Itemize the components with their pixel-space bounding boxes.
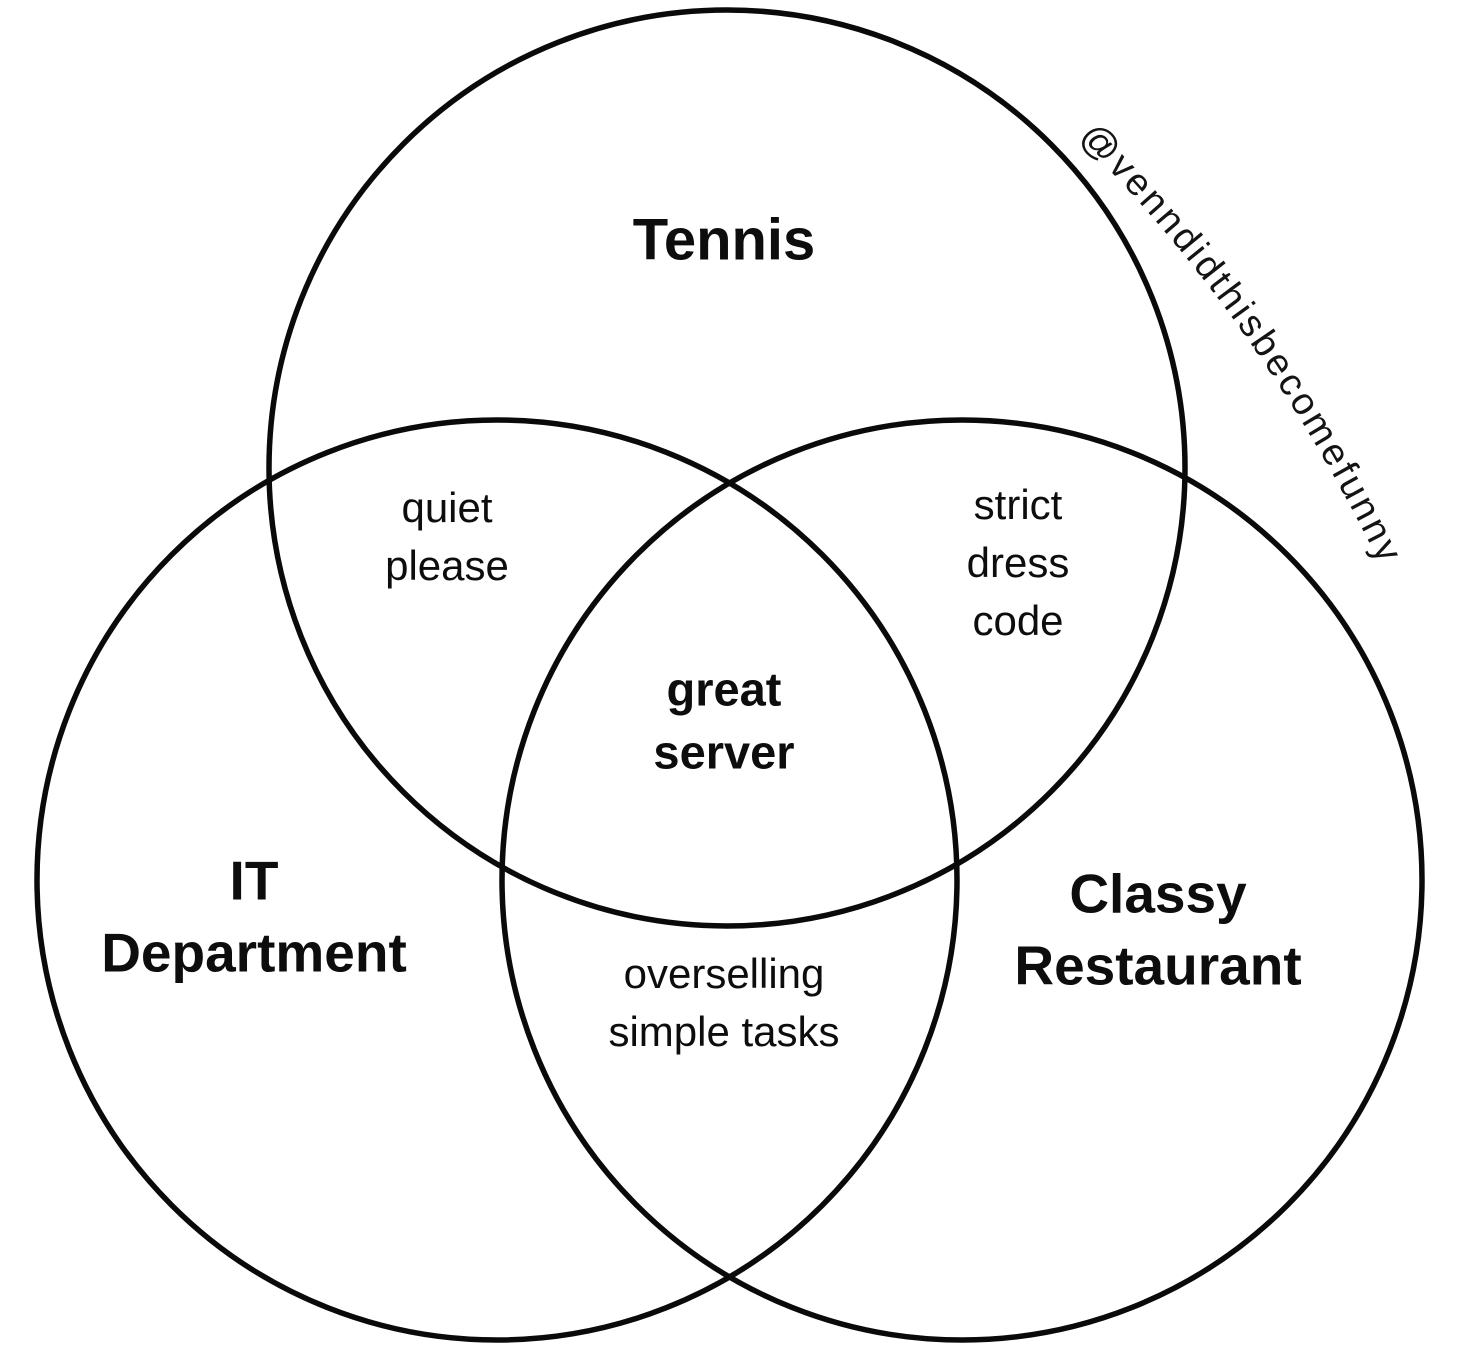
intersection-it-restaurant: overselling simple tasks — [608, 950, 840, 1055]
tennis-circle — [266, 7, 1188, 929]
it-department-circle — [34, 417, 960, 1343]
set-label-it-department: IT Department — [101, 849, 407, 984]
set-label-tennis: Tennis — [632, 207, 816, 273]
classy-restaurant-circle — [499, 417, 1425, 1343]
watermark: @venndidthisbecomefunny — [1072, 115, 1411, 571]
intersection-tennis-restaurant: strict dress code — [966, 481, 1070, 644]
set-label-classy-restaurant: Classy Restaurant — [1014, 862, 1302, 997]
watermark-textpath: @venndidthisbecomefunny — [1072, 115, 1408, 571]
intersection-tennis-it: quiet please — [385, 484, 509, 589]
intersection-center: great server — [653, 662, 795, 779]
